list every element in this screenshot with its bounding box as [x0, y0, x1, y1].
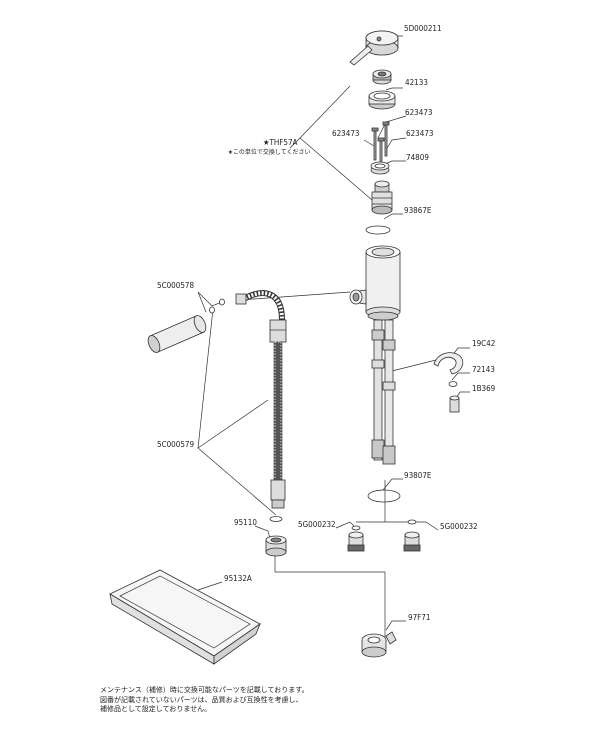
pull-out-hose	[235, 290, 287, 509]
faucet-body	[349, 245, 401, 321]
o-ring-93867E	[365, 225, 391, 235]
drip-tray	[109, 569, 261, 665]
valve-right	[403, 519, 421, 552]
part-label-95110: 95110	[234, 518, 257, 527]
maintenance-footnote: メンテナンス（補修）時に交換可能なパーツを記載しております。 図番が記載されてい…	[100, 686, 400, 715]
part-label-93867E: 93867E	[404, 206, 432, 215]
part-label-623473-left: 623473	[332, 129, 360, 138]
footnote-line-1: メンテナンス（補修）時に交換可能なパーツを記載しております。	[100, 686, 309, 694]
part-label-95132A: 95132A	[224, 574, 252, 583]
washer-95110	[269, 516, 283, 522]
part-label-42133: 42133	[405, 78, 428, 87]
part-label-5C000578: 5C000578	[157, 281, 195, 290]
hose-nut	[265, 535, 287, 557]
part-label-74809: 74809	[406, 153, 429, 162]
part-label-623473-top: 623473	[405, 108, 433, 117]
cap-nut	[372, 69, 392, 85]
part-label-5G000232-right: 5G000232	[440, 522, 478, 531]
washer-72143	[448, 381, 458, 387]
part-label-5C000579: 5C000579	[157, 440, 195, 449]
horseshoe-clip	[433, 352, 464, 375]
lever-handle	[349, 30, 399, 66]
supply-tubes	[371, 319, 396, 465]
part-label-1B369: 1B369	[472, 384, 496, 393]
part-label-97F71: 97F71	[408, 613, 431, 622]
ring-74809	[370, 161, 390, 175]
valve-left	[347, 525, 365, 552]
nut-1B369	[449, 395, 460, 413]
screws-623473	[371, 121, 390, 165]
mounting-clamp	[361, 631, 397, 658]
leader-lines	[197, 35, 470, 640]
part-label-5D000211: 5D000211	[404, 24, 442, 33]
part-label-72143: 72143	[472, 365, 495, 374]
o-ring-93807E	[367, 489, 401, 503]
ring-42133	[368, 90, 396, 110]
part-label-5G000232-left: 5G000232	[298, 520, 336, 529]
part-label-623473-right: 623473	[406, 129, 434, 138]
part-label-THF57A: ★THF57A	[263, 138, 298, 147]
cartridge	[371, 180, 393, 215]
part-note-THF57A: ★この単位で交換してください	[228, 149, 311, 156]
small-washers-578	[209, 298, 225, 314]
part-label-93807E: 93807E	[404, 471, 432, 480]
footnote-line-3: 補修品として設定しておりません。	[100, 705, 212, 713]
footnote-line-2: 図番が記載されていないパーツは、品質および互換性を考慮し、	[100, 695, 303, 704]
part-label-19C42: 19C42	[472, 339, 496, 348]
spray-head	[147, 315, 207, 353]
